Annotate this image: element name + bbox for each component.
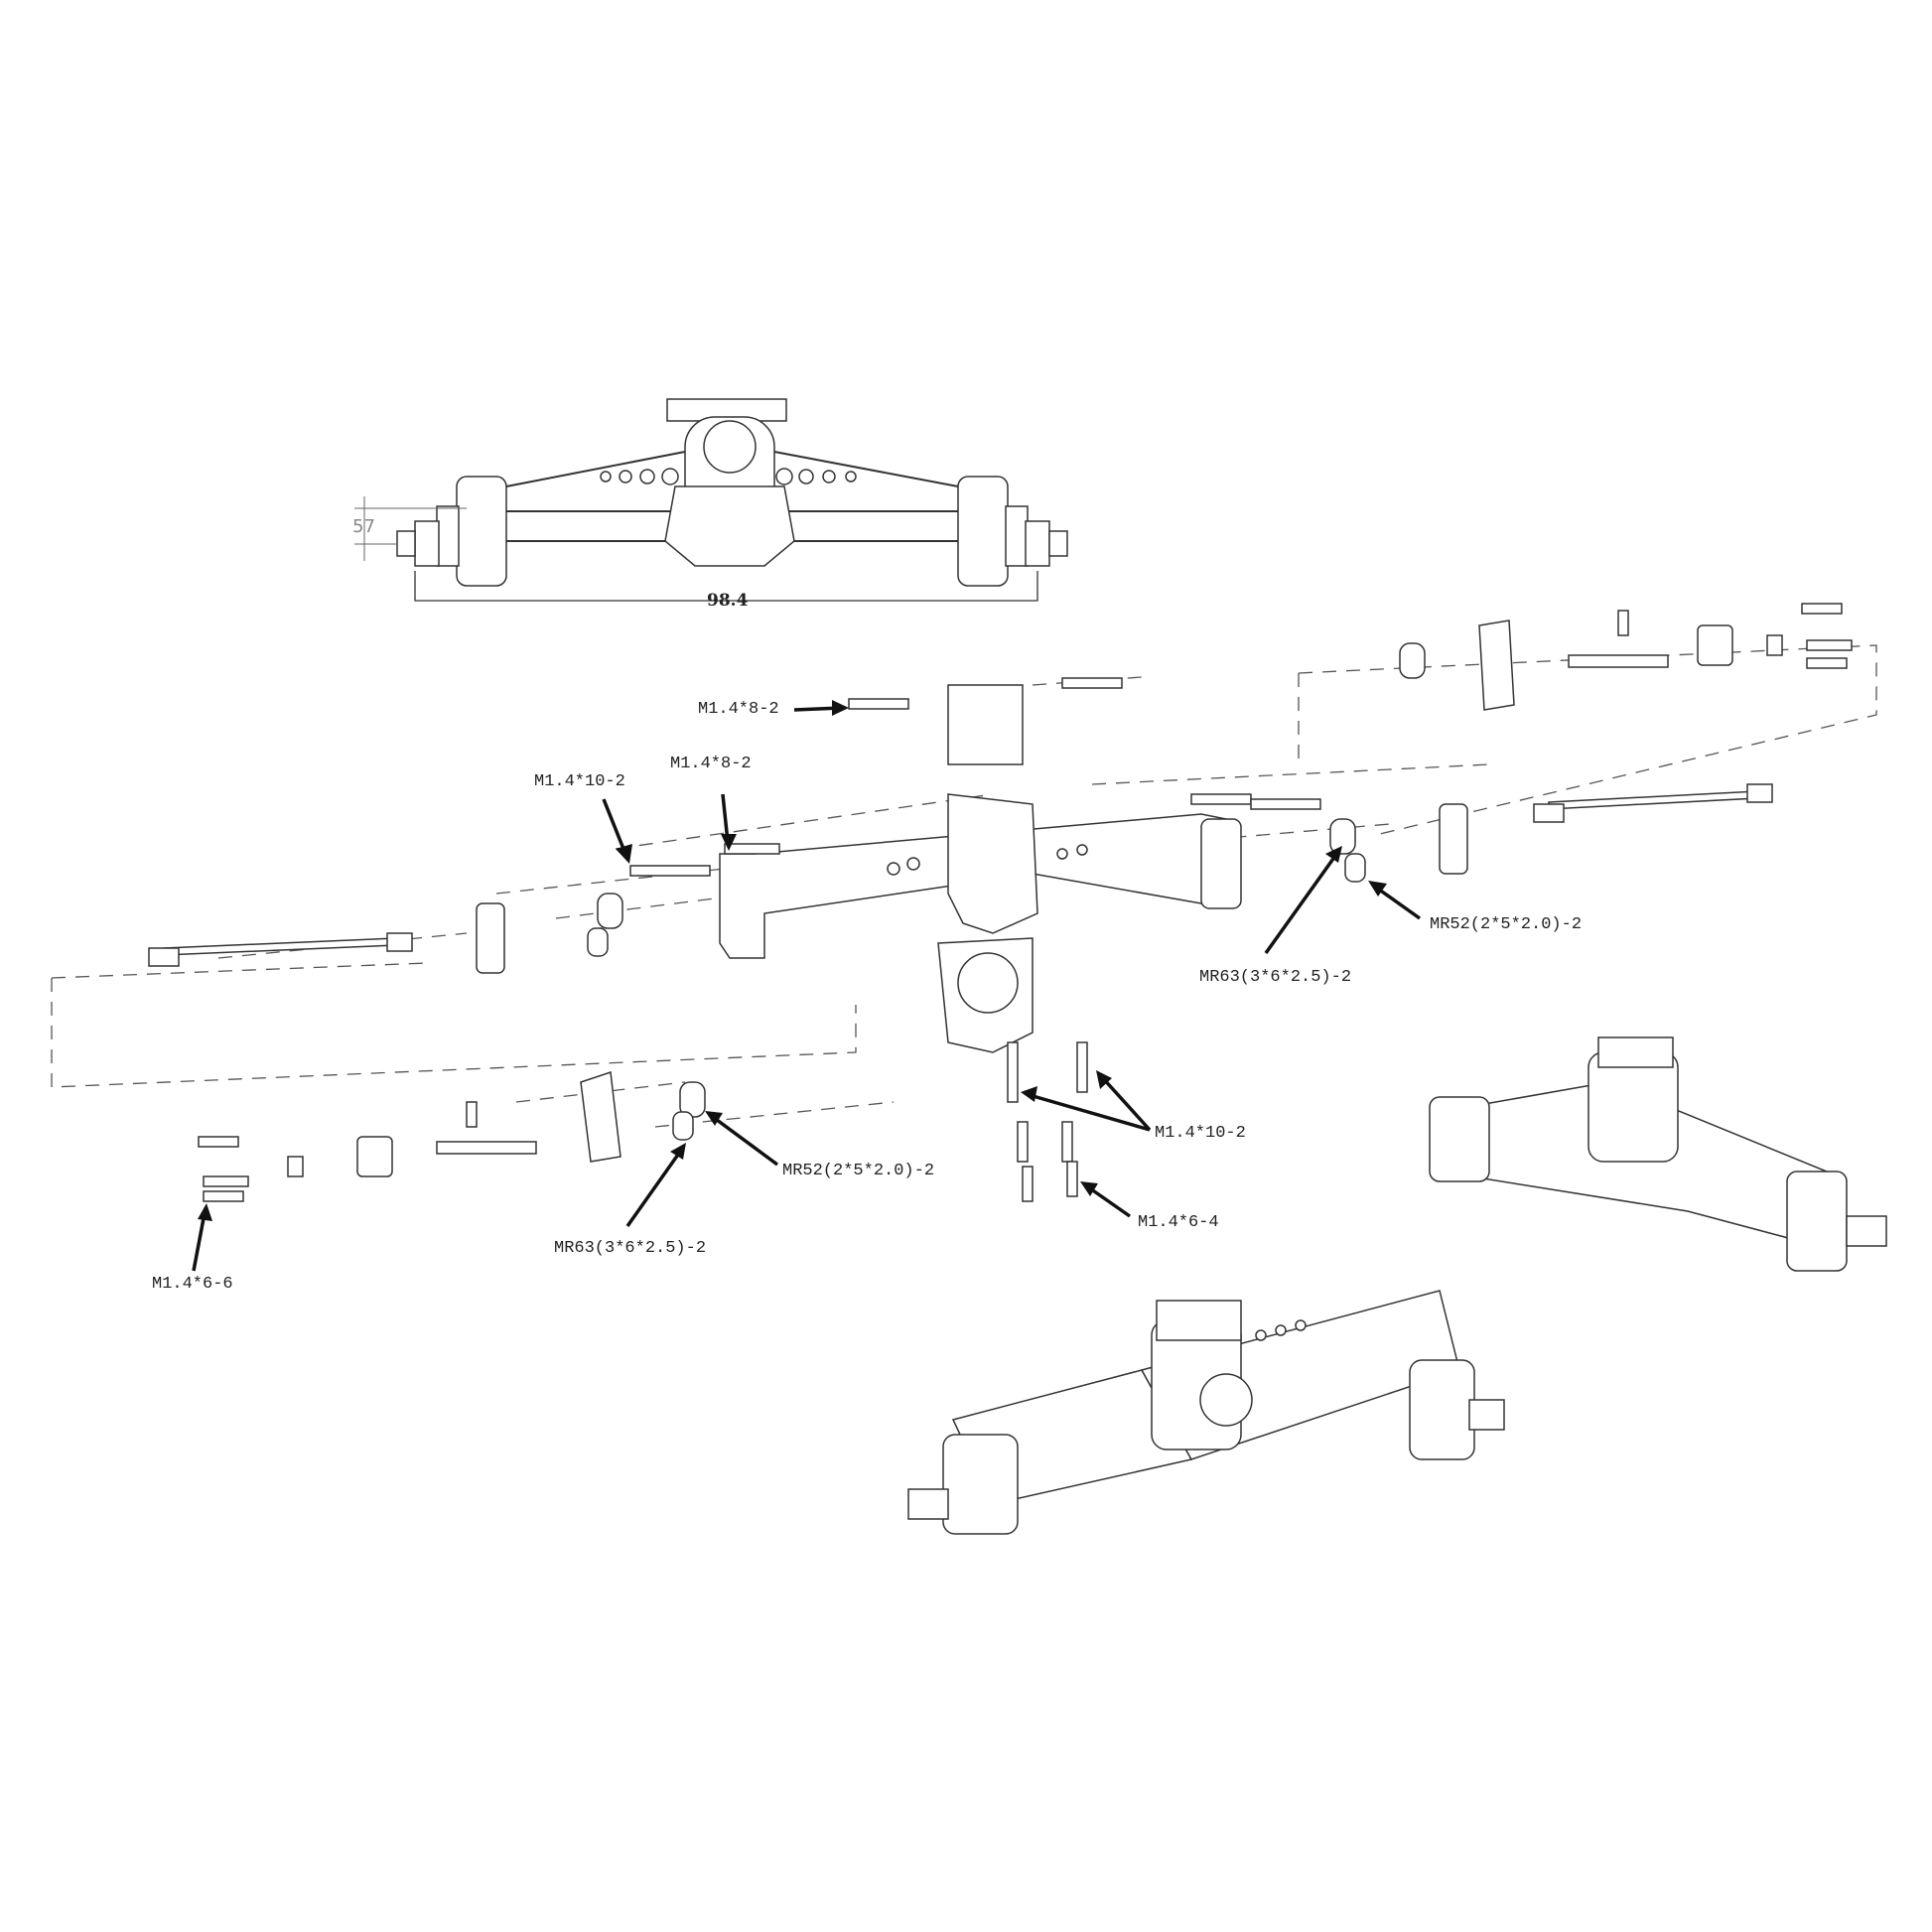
screws xyxy=(198,603,1853,1202)
right-gear xyxy=(1439,803,1468,875)
front-view-axle xyxy=(354,398,1068,602)
left-axle-shaft xyxy=(163,937,398,956)
assembled-view-bottom xyxy=(907,1290,1505,1535)
callout-label: MR52(2*5*2.0)-2 xyxy=(1430,915,1583,934)
dimension-height: 57 xyxy=(352,516,375,537)
exploded-guide-left xyxy=(51,962,857,1088)
bearing xyxy=(597,893,623,929)
callout-label: M1.4*8-2 xyxy=(670,755,752,773)
callout-label: M1.4*6-4 xyxy=(1138,1213,1219,1232)
callout-label: MR63(3*6*2.5)-2 xyxy=(554,1239,707,1258)
callout-arrows xyxy=(192,700,1422,1272)
callout-label: MR52(2*5*2.0)-2 xyxy=(782,1162,935,1180)
housing-holes xyxy=(887,844,1088,876)
callout-label: M1.4*6-6 xyxy=(152,1275,233,1294)
callout-label: M1.4*8-2 xyxy=(698,700,779,719)
dimension-width: 98.4 xyxy=(707,591,749,611)
callout-label: M1.4*10-2 xyxy=(534,772,625,791)
exploded-main-housing xyxy=(719,684,1242,1053)
callout-label: MR63(3*6*2.5)-2 xyxy=(1199,968,1352,987)
front-view-holes xyxy=(600,468,857,485)
right-axle-shaft xyxy=(1548,790,1758,810)
left-gear xyxy=(476,902,505,974)
callout-label: M1.4*10-2 xyxy=(1155,1124,1246,1143)
assembled-view-right xyxy=(1429,1036,1887,1272)
